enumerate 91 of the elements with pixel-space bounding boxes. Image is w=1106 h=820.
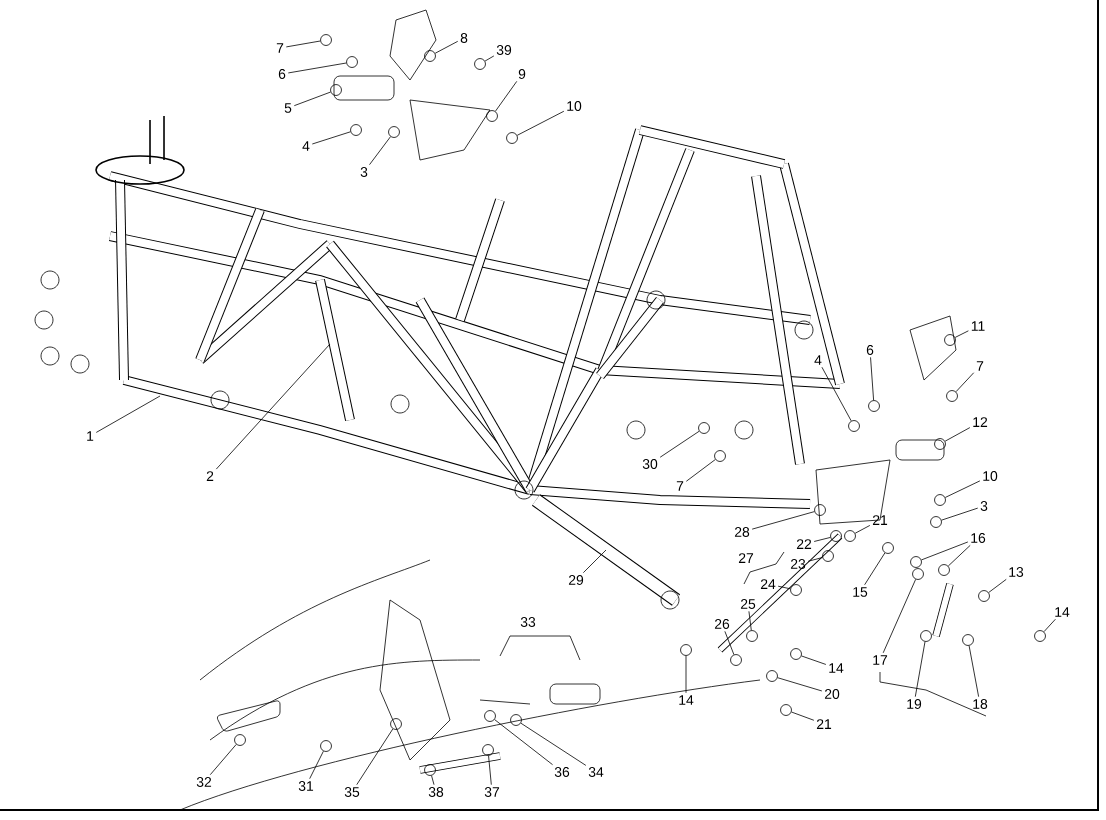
bolt-part [424,764,436,776]
bolt-part [484,710,496,722]
bolt-part [790,584,802,596]
bolt-part [486,110,498,122]
leader-line [777,585,791,590]
bolt-part [320,740,332,752]
leader-line [944,480,981,498]
bolt-part [482,744,494,756]
leader-line [748,610,752,631]
bolt-part [388,126,400,138]
leader-line [309,750,324,780]
bolt-part [506,132,518,144]
leader-line [369,136,391,166]
leader-line [488,755,492,786]
leader-line [801,655,827,665]
leader-line [494,719,553,766]
bolt-part [882,542,894,554]
leader-line [311,131,351,145]
leader-line [813,537,831,542]
leader-line [434,40,459,54]
bolt-part [920,630,932,642]
leader-line [854,525,871,534]
bolt-part [698,422,710,434]
leader-line [215,343,331,470]
bolt-part [944,334,956,346]
bolt-part [912,568,924,580]
leader-line [968,645,980,698]
bolt-part [320,34,332,46]
leader-line [209,744,237,776]
leader-line [582,549,607,574]
leader-line [356,728,394,786]
leader-line [821,366,852,422]
leader-line [659,430,700,458]
bolt-part [930,516,942,528]
bolt-part [714,450,726,462]
bolt-part [510,714,522,726]
bolt-part [234,734,246,746]
bolt-part [962,634,974,646]
bolt-part [330,84,342,96]
bolt-part [1034,630,1046,642]
bolt-part [934,494,946,506]
leader-line [685,655,687,694]
bolt-part [474,58,486,70]
leader-line [947,544,971,567]
leader-line [944,427,971,442]
leader-line [791,711,815,721]
bolt-part [822,550,834,562]
leader-line [287,62,347,74]
leader-line [882,579,917,654]
leader-line [941,507,979,521]
leader-line [293,91,331,107]
bolt-part [424,50,436,62]
bolt-part [780,704,792,716]
bolt-part [390,718,402,730]
leader-line [484,55,495,62]
bolt-part [680,644,692,656]
leader-line [864,552,886,586]
leader-line [921,541,969,561]
bolt-part [746,630,758,642]
leader-line [751,511,815,530]
leader-line [988,578,1007,593]
bolt-part [848,420,860,432]
leader-line [431,775,435,786]
leader-line [724,630,735,655]
leader-line [520,722,587,766]
bolt-part [350,124,362,136]
leader-line [954,330,969,338]
leader-line [914,641,926,698]
bolt-part [934,438,946,450]
bolt-part [938,564,950,576]
bolt-part [844,530,856,542]
leader-line [870,356,874,401]
bolt-part [766,670,778,682]
bolt-part [868,400,880,412]
bolt-part [730,654,742,666]
bolt-part [830,530,842,542]
leader-line [285,40,321,48]
leader-line [777,677,823,692]
bolt-part [910,556,922,568]
bolt-part [814,504,826,516]
leader-line [495,80,518,112]
bolt-part [790,648,802,660]
bolt-part [978,590,990,602]
leader-line [685,459,716,482]
leader-line [516,110,565,136]
leader-line [95,395,161,433]
leader-line [1043,618,1056,633]
leader-line [955,372,975,393]
bolt-part [946,390,958,402]
leader-line [807,557,823,562]
bolt-part [346,56,358,68]
